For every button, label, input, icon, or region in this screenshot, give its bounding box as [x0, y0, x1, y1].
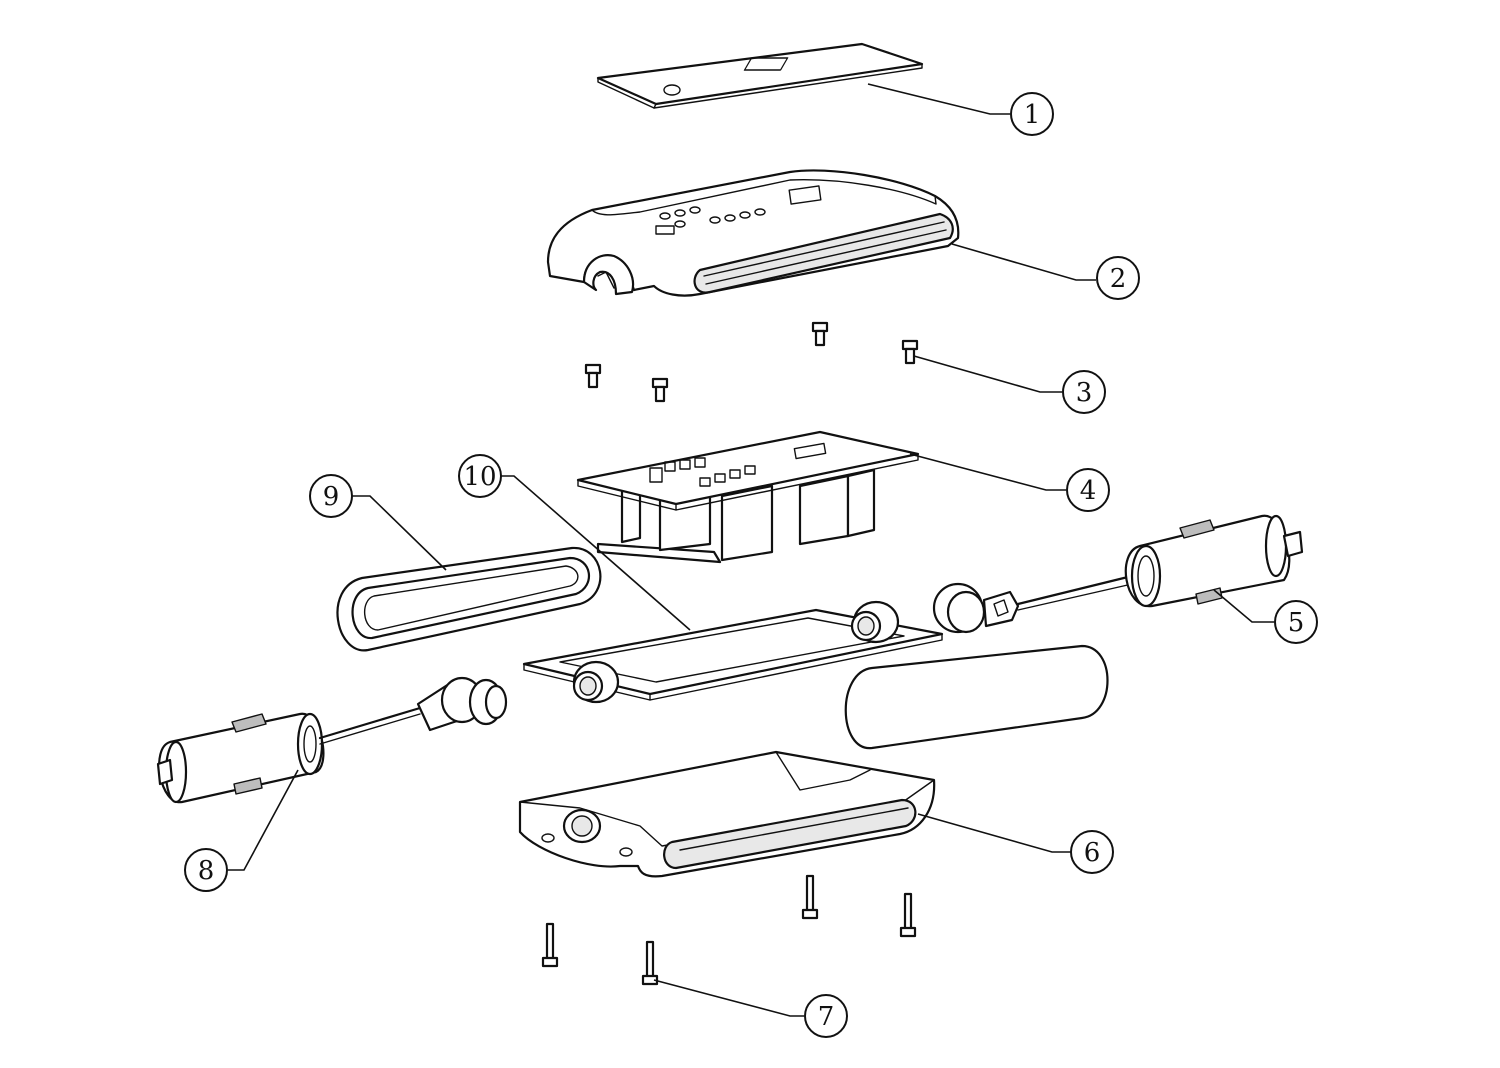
long-screw [801, 874, 819, 920]
part-9-side-seal [336, 546, 602, 652]
part-1-cover-plate [596, 42, 924, 109]
callout-9: 9 [309, 474, 353, 518]
screw [811, 321, 829, 347]
long-screw [641, 940, 659, 986]
callout-6-label: 6 [1084, 838, 1101, 868]
screw [584, 363, 602, 389]
callout-10: 10 [458, 454, 502, 498]
callout-3-label: 3 [1076, 378, 1093, 408]
callout-2-label: 2 [1110, 264, 1127, 294]
callout-3: 3 [1062, 370, 1106, 414]
callout-4: 4 [1066, 468, 1110, 512]
callout-1: 1 [1010, 92, 1054, 136]
part-2-upper-housing [546, 169, 960, 297]
gasket-ring-left [572, 660, 620, 704]
gasket-ring-right [850, 600, 900, 644]
leader-lines [228, 83, 1274, 1017]
callout-5-label: 5 [1288, 608, 1305, 638]
long-screw [899, 892, 917, 938]
part-6-lower-housing [518, 750, 936, 878]
callout-8-label: 8 [198, 856, 215, 886]
part-5-sleeve [844, 644, 1109, 750]
callout-5: 5 [1274, 600, 1318, 644]
part-7-long-screws [541, 874, 917, 986]
callout-4-label: 4 [1080, 476, 1097, 506]
callout-9-label: 9 [323, 482, 340, 512]
right-connector [932, 582, 1020, 634]
part-5-right-cylinder-assembly [932, 514, 1304, 634]
part-10-gasket [522, 600, 944, 704]
left-connector [416, 676, 508, 732]
callout-7-label: 7 [818, 1002, 835, 1032]
callout-8: 8 [184, 848, 228, 892]
board-components [649, 457, 756, 487]
screw [901, 339, 919, 365]
callout-2: 2 [1096, 256, 1140, 300]
part-4-circuit-board [576, 430, 920, 564]
part-3-screws [584, 321, 919, 403]
long-screw [541, 922, 559, 968]
housing-buttons [655, 206, 766, 235]
screw [651, 377, 669, 403]
part-8-left-cylinder-assembly [156, 676, 508, 804]
callout-7: 7 [804, 994, 848, 1038]
callout-6: 6 [1070, 830, 1114, 874]
callout-10-label: 10 [463, 462, 496, 492]
callout-1-label: 1 [1024, 100, 1041, 130]
